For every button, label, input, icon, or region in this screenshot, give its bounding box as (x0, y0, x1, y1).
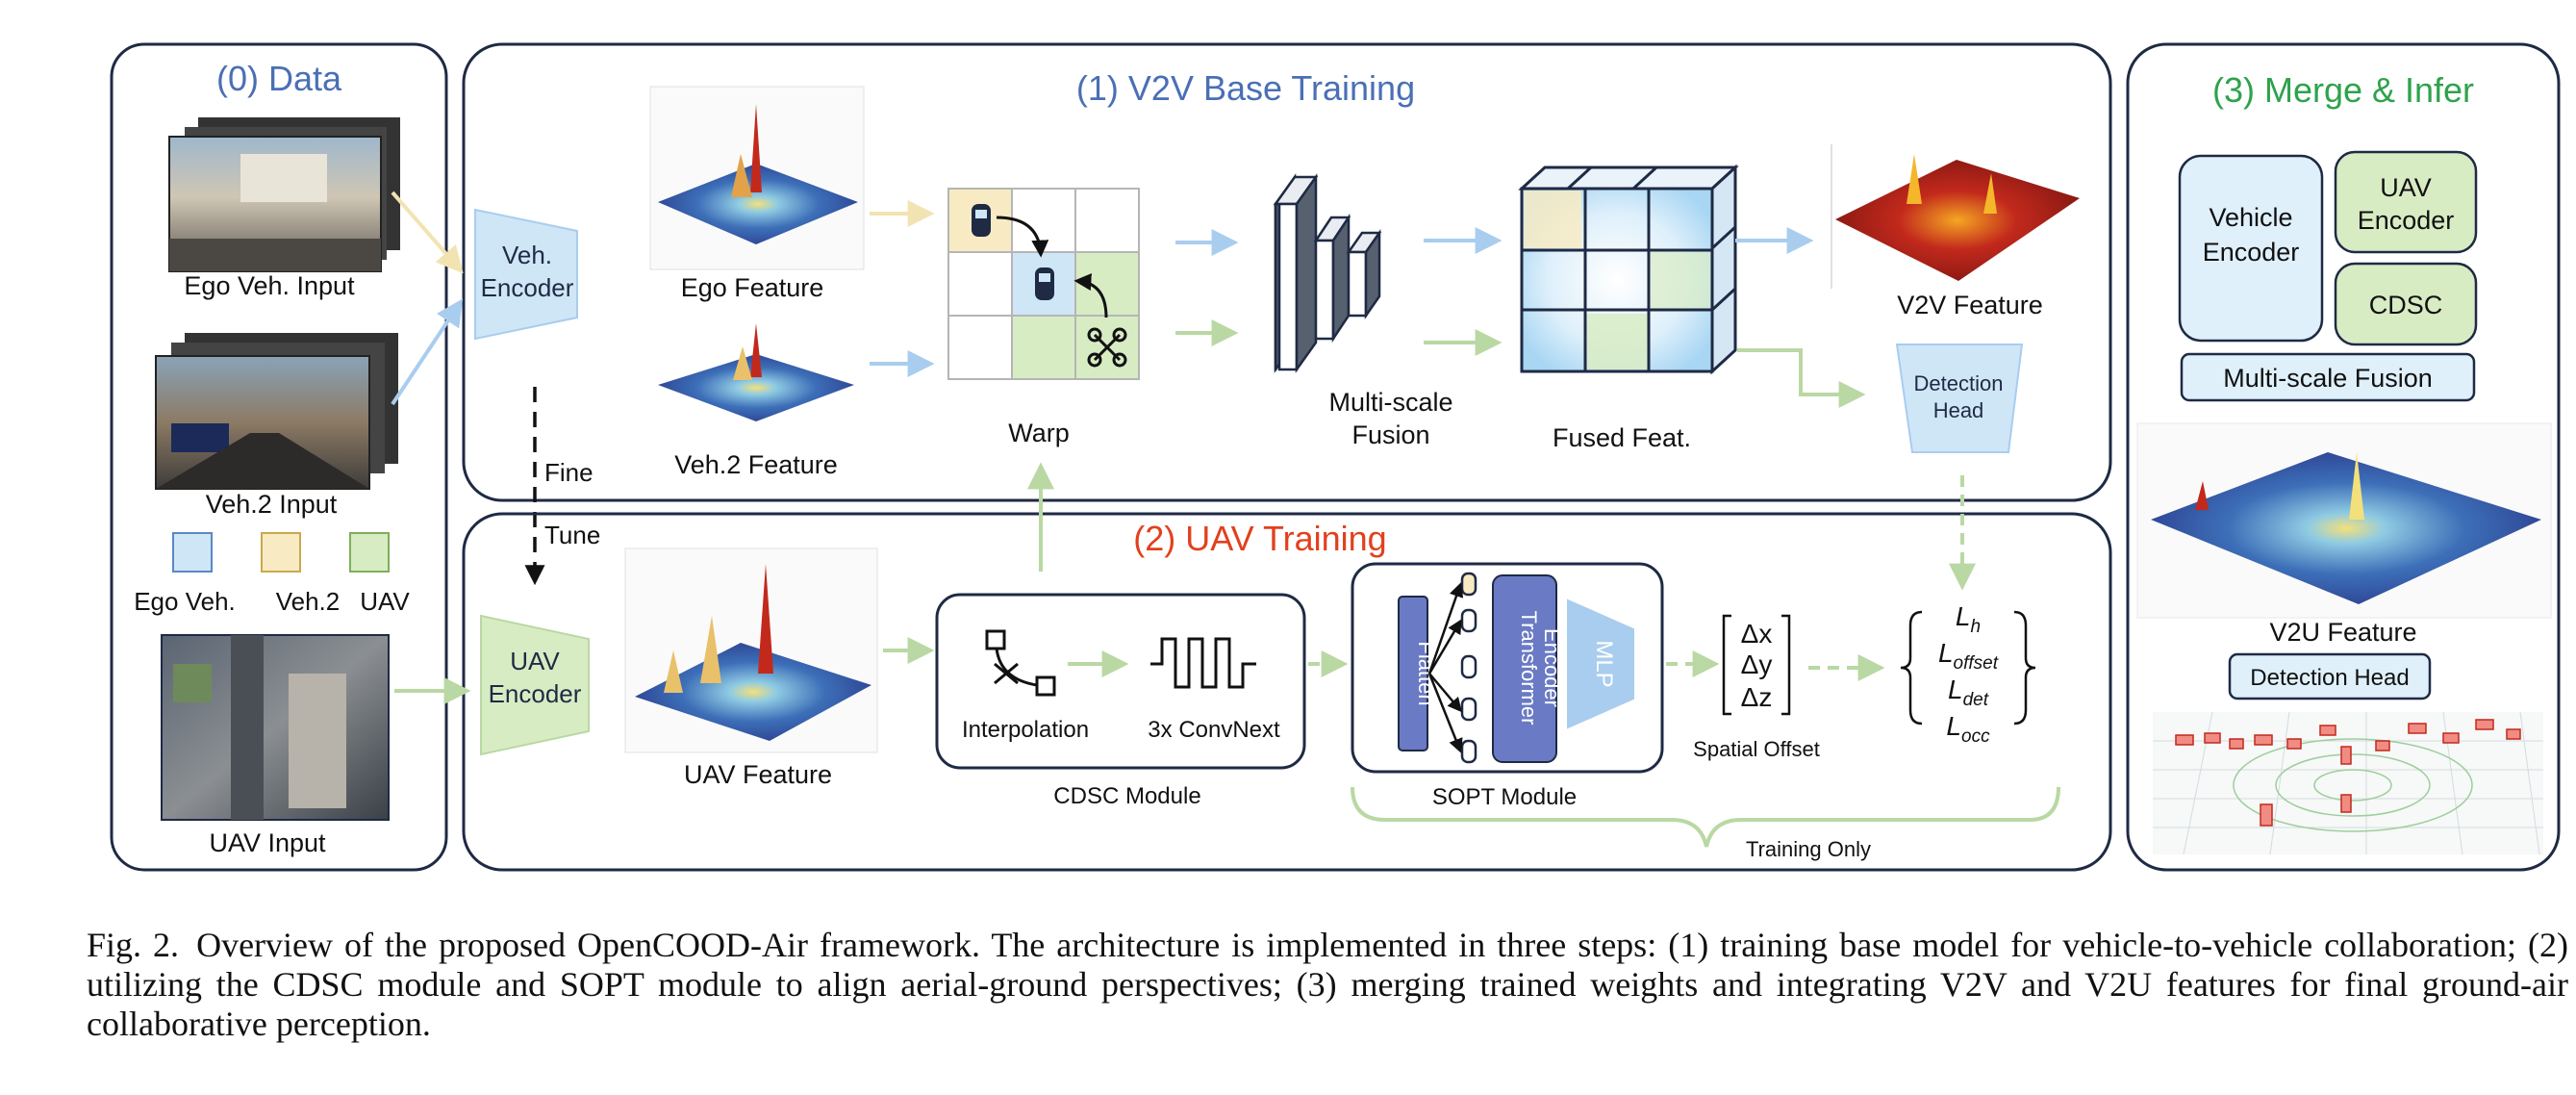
v2v-feature-heatmap (1831, 144, 2080, 289)
uav-encoder-line1: UAV (510, 647, 560, 675)
fused-feat-label: Fused Feat. (1553, 423, 1691, 452)
offset-dx: Δx (1741, 619, 1773, 649)
legend-veh2-label: Veh.2 (276, 587, 341, 616)
offset-dy: Δy (1741, 649, 1773, 679)
merge-vehicle-encoder (2178, 154, 2324, 343)
uav-encoder (480, 614, 590, 756)
veh2-input-label: Veh.2 Input (206, 490, 338, 519)
loss-set: Lh Loffset Ldet Locc (1900, 601, 2036, 747)
panel-merge (2126, 42, 2561, 872)
v2v-detection-head (1895, 344, 2024, 453)
merge-vehicle-encoder-line1: Vehicle (2209, 203, 2292, 232)
panel-merge-title: (3) Merge & Infer (2212, 70, 2474, 110)
transformer-label-line1: Transformer (1517, 611, 1541, 726)
fused-feature-cube (1518, 164, 1739, 375)
merge-cdsc (2334, 262, 2478, 346)
veh2-feature-label: Veh.2 Feature (674, 450, 838, 479)
merge-vehicle-encoder-line2: Encoder (2203, 238, 2300, 267)
convnext-icon (1150, 637, 1256, 689)
detection-result-pointcloud (2153, 711, 2543, 855)
panel-data-title: (0) Data (216, 59, 342, 98)
cdsc-module-box (935, 593, 1306, 770)
merge-uav-encoder-line2: Encoder (2358, 206, 2455, 235)
caption-text: Overview of the proposed OpenCOOD-Air fr… (87, 926, 2569, 1043)
loss-offset: Loffset (1938, 638, 1999, 674)
veh2-input-image (155, 333, 398, 490)
v2v-feature-label: V2V Feature (1897, 291, 2043, 319)
fusion-label-line1: Multi-scale (1328, 388, 1452, 417)
sopt-module-box (1351, 562, 1664, 774)
fine-label: Fine (544, 458, 593, 487)
spatial-offset-label: Spatial Offset (1693, 737, 1820, 761)
panel-v2v-title: (1) V2V Base Training (1076, 68, 1415, 108)
token-column (1460, 572, 1477, 764)
v2v-detection-head-line1: Detection (1914, 371, 2004, 395)
interpolation-label: Interpolation (962, 717, 1089, 743)
uav-encoder-line2: Encoder (489, 679, 582, 708)
merge-msf (2180, 352, 2476, 402)
v2v-detection-head-line2: Head (1933, 398, 1984, 422)
loss-occ: Locc (1946, 711, 1990, 747)
v2u-feature-heatmap (2136, 422, 2552, 619)
veh2-feature-heatmap (658, 323, 854, 421)
legend-veh2-swatch (261, 532, 301, 573)
ego-feature-heatmap (649, 86, 865, 270)
legend-ego-swatch (172, 532, 213, 573)
mlp-label: MLP (1591, 640, 1617, 687)
merge-detection-head (2228, 652, 2432, 700)
ego-feature-label: Ego Feature (681, 273, 824, 302)
merge-detection-head-label: Detection Head (2250, 665, 2409, 691)
panel-uav-title: (2) UAV Training (1133, 519, 1386, 558)
merge-uav-encoder-line1: UAV (2380, 173, 2432, 202)
warp-label: Warp (1008, 419, 1070, 447)
caption-label: Fig. 2. (87, 926, 180, 964)
offset-vector: Δx Δy Δz (1722, 614, 1791, 716)
v2u-feature-label: V2U Feature (2269, 618, 2416, 647)
veh-encoder (474, 208, 578, 341)
cdsc-module-label: CDSC Module (1053, 783, 1200, 809)
convnext-label: 3x ConvNext (1148, 717, 1280, 743)
legend-uav-swatch (349, 532, 390, 573)
panel-v2v (462, 42, 2112, 502)
ego-input-image (168, 117, 400, 272)
merge-msf-label: Multi-scale Fusion (2223, 364, 2433, 393)
warp-grid (947, 188, 1140, 380)
loss-det: Ldet (1948, 675, 1989, 710)
tune-label: Tune (544, 521, 600, 549)
veh-encoder-line2: Encoder (481, 273, 574, 302)
car-icon-veh2 (972, 204, 991, 237)
merge-uav-encoder (2334, 150, 2478, 254)
offset-dz: Δz (1741, 682, 1773, 712)
sopt-module-label: SOPT Module (1432, 784, 1577, 810)
car-icon-ego (1035, 267, 1054, 300)
uav-feature-label: UAV Feature (684, 760, 832, 789)
flatten-label: Flatten (1414, 641, 1438, 705)
veh-encoder-line1: Veh. (502, 241, 552, 269)
training-only-brace (1351, 786, 2060, 848)
training-only-label: Training Only (1746, 837, 1871, 861)
merge-cdsc-label: CDSC (2369, 291, 2443, 319)
fusion-label-line2: Fusion (1351, 420, 1429, 449)
transformer-encoder-block (1492, 574, 1557, 763)
interpolation-icon (985, 629, 1056, 697)
loss-h: Lh (1956, 601, 1981, 637)
legend-ego-label: Ego Veh. (134, 587, 236, 616)
ego-input-label: Ego Veh. Input (184, 271, 355, 300)
uav-feature-heatmap (624, 548, 878, 753)
legend-uav-label: UAV (360, 587, 410, 616)
figure-caption: Fig. 2. Overview of the proposed OpenCOO… (87, 926, 2568, 1044)
panel-data (110, 42, 448, 872)
mlp-block (1567, 598, 1634, 729)
uav-input-label: UAV Input (209, 828, 326, 857)
drone-icon (1087, 327, 1127, 368)
flatten-block (1398, 596, 1428, 751)
transformer-label-line2: Encoder (1540, 628, 1564, 707)
multiscale-fusion-blocks (1273, 173, 1382, 373)
uav-input-image (161, 634, 390, 821)
